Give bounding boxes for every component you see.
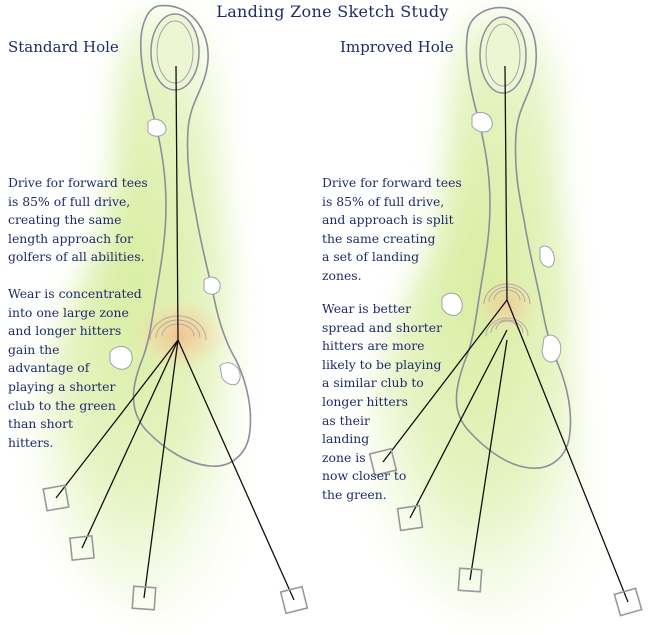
text-line: spread and shorter: [322, 319, 442, 335]
text-line: Wear is concentrated: [8, 286, 142, 301]
fairway-outline-standard: [132, 4, 252, 467]
standard-hole-drawing: [28, 4, 309, 621]
text-line: than short: [8, 416, 73, 432]
text-line: the same creating: [322, 230, 436, 246]
shot-lines-improved: [382, 65, 629, 603]
text-line: and longer hitters: [8, 323, 122, 339]
text-line: now closer to: [322, 468, 407, 484]
bunker-icon: [147, 118, 167, 137]
bunker-icon: [539, 245, 555, 268]
putting-green-inner-ring: [485, 23, 521, 87]
fairway-outline-improved: [455, 6, 572, 469]
text-line: into one large zone: [8, 304, 129, 320]
text-line: Drive for forward tees: [8, 175, 148, 190]
text-line: hitters are more: [322, 338, 425, 354]
shot-lines-standard: [55, 65, 295, 601]
improved-hole-label: Improved Hole: [340, 38, 454, 56]
text-line: club to the green: [8, 397, 116, 413]
bunker-icon: [541, 334, 562, 363]
text-line: hitters.: [8, 434, 54, 450]
text-line: Drive for forward tees: [322, 175, 462, 190]
improved-hole-drawing: [360, 6, 643, 623]
text-line: advantage of: [8, 360, 90, 376]
text-line: Wear is better: [322, 301, 412, 316]
wear-zone-glow-standard: [132, 297, 228, 373]
text-line: longer hitters: [322, 393, 409, 409]
putting-green-icon: [150, 13, 200, 91]
text-line: is 85% of full drive,: [8, 193, 131, 209]
bunker-icon: [109, 345, 133, 370]
tee-box-icon: [368, 447, 398, 477]
text-line: playing a shorter: [8, 378, 116, 394]
bunker-icon: [441, 292, 463, 316]
tee-box-icon: [69, 535, 95, 561]
text-line: zone is: [322, 449, 366, 465]
tee-box-icon: [613, 587, 643, 617]
text-line: creating the same: [8, 212, 122, 228]
text-line: as their: [322, 412, 370, 428]
tee-box-icon: [457, 567, 483, 593]
text-line: likely to be playing: [322, 356, 442, 372]
putting-green-inner-ring: [156, 20, 194, 84]
improved-drive-note: Drive for forward tees is 85% of full dr…: [322, 174, 462, 286]
text-line: length approach for: [8, 230, 133, 246]
tee-box-icon: [131, 585, 157, 611]
text-line: and approach is split: [322, 212, 454, 228]
diagram-title: Landing Zone Sketch Study: [216, 2, 449, 21]
text-line: a similar club to: [322, 375, 424, 391]
standard-wear-note: Wear is concentrated into one large zone…: [8, 285, 142, 452]
text-line: golfers of all abilities.: [8, 249, 145, 265]
tee-box-icon: [279, 585, 309, 615]
fairway-wash-standard: [28, 8, 244, 621]
tee-box-icon: [396, 504, 424, 532]
text-line: zones.: [322, 267, 362, 283]
standard-drive-note: Drive for forward tees is 85% of full dr…: [8, 174, 148, 267]
tee-box-icon: [42, 484, 70, 512]
text-line: landing: [322, 431, 370, 447]
bunker-icon: [471, 111, 493, 133]
bunker-icon: [219, 362, 241, 386]
text-line: a set of landing: [322, 249, 420, 265]
bunker-icon: [203, 276, 221, 295]
text-line: gain the: [8, 341, 60, 357]
text-line: is 85% of full drive,: [322, 193, 445, 209]
standard-hole-label: Standard Hole: [8, 38, 119, 56]
improved-wear-note: Wear is better spread and shorter hitter…: [322, 300, 442, 505]
putting-green-icon: [479, 16, 527, 94]
text-line: the green.: [322, 486, 387, 502]
